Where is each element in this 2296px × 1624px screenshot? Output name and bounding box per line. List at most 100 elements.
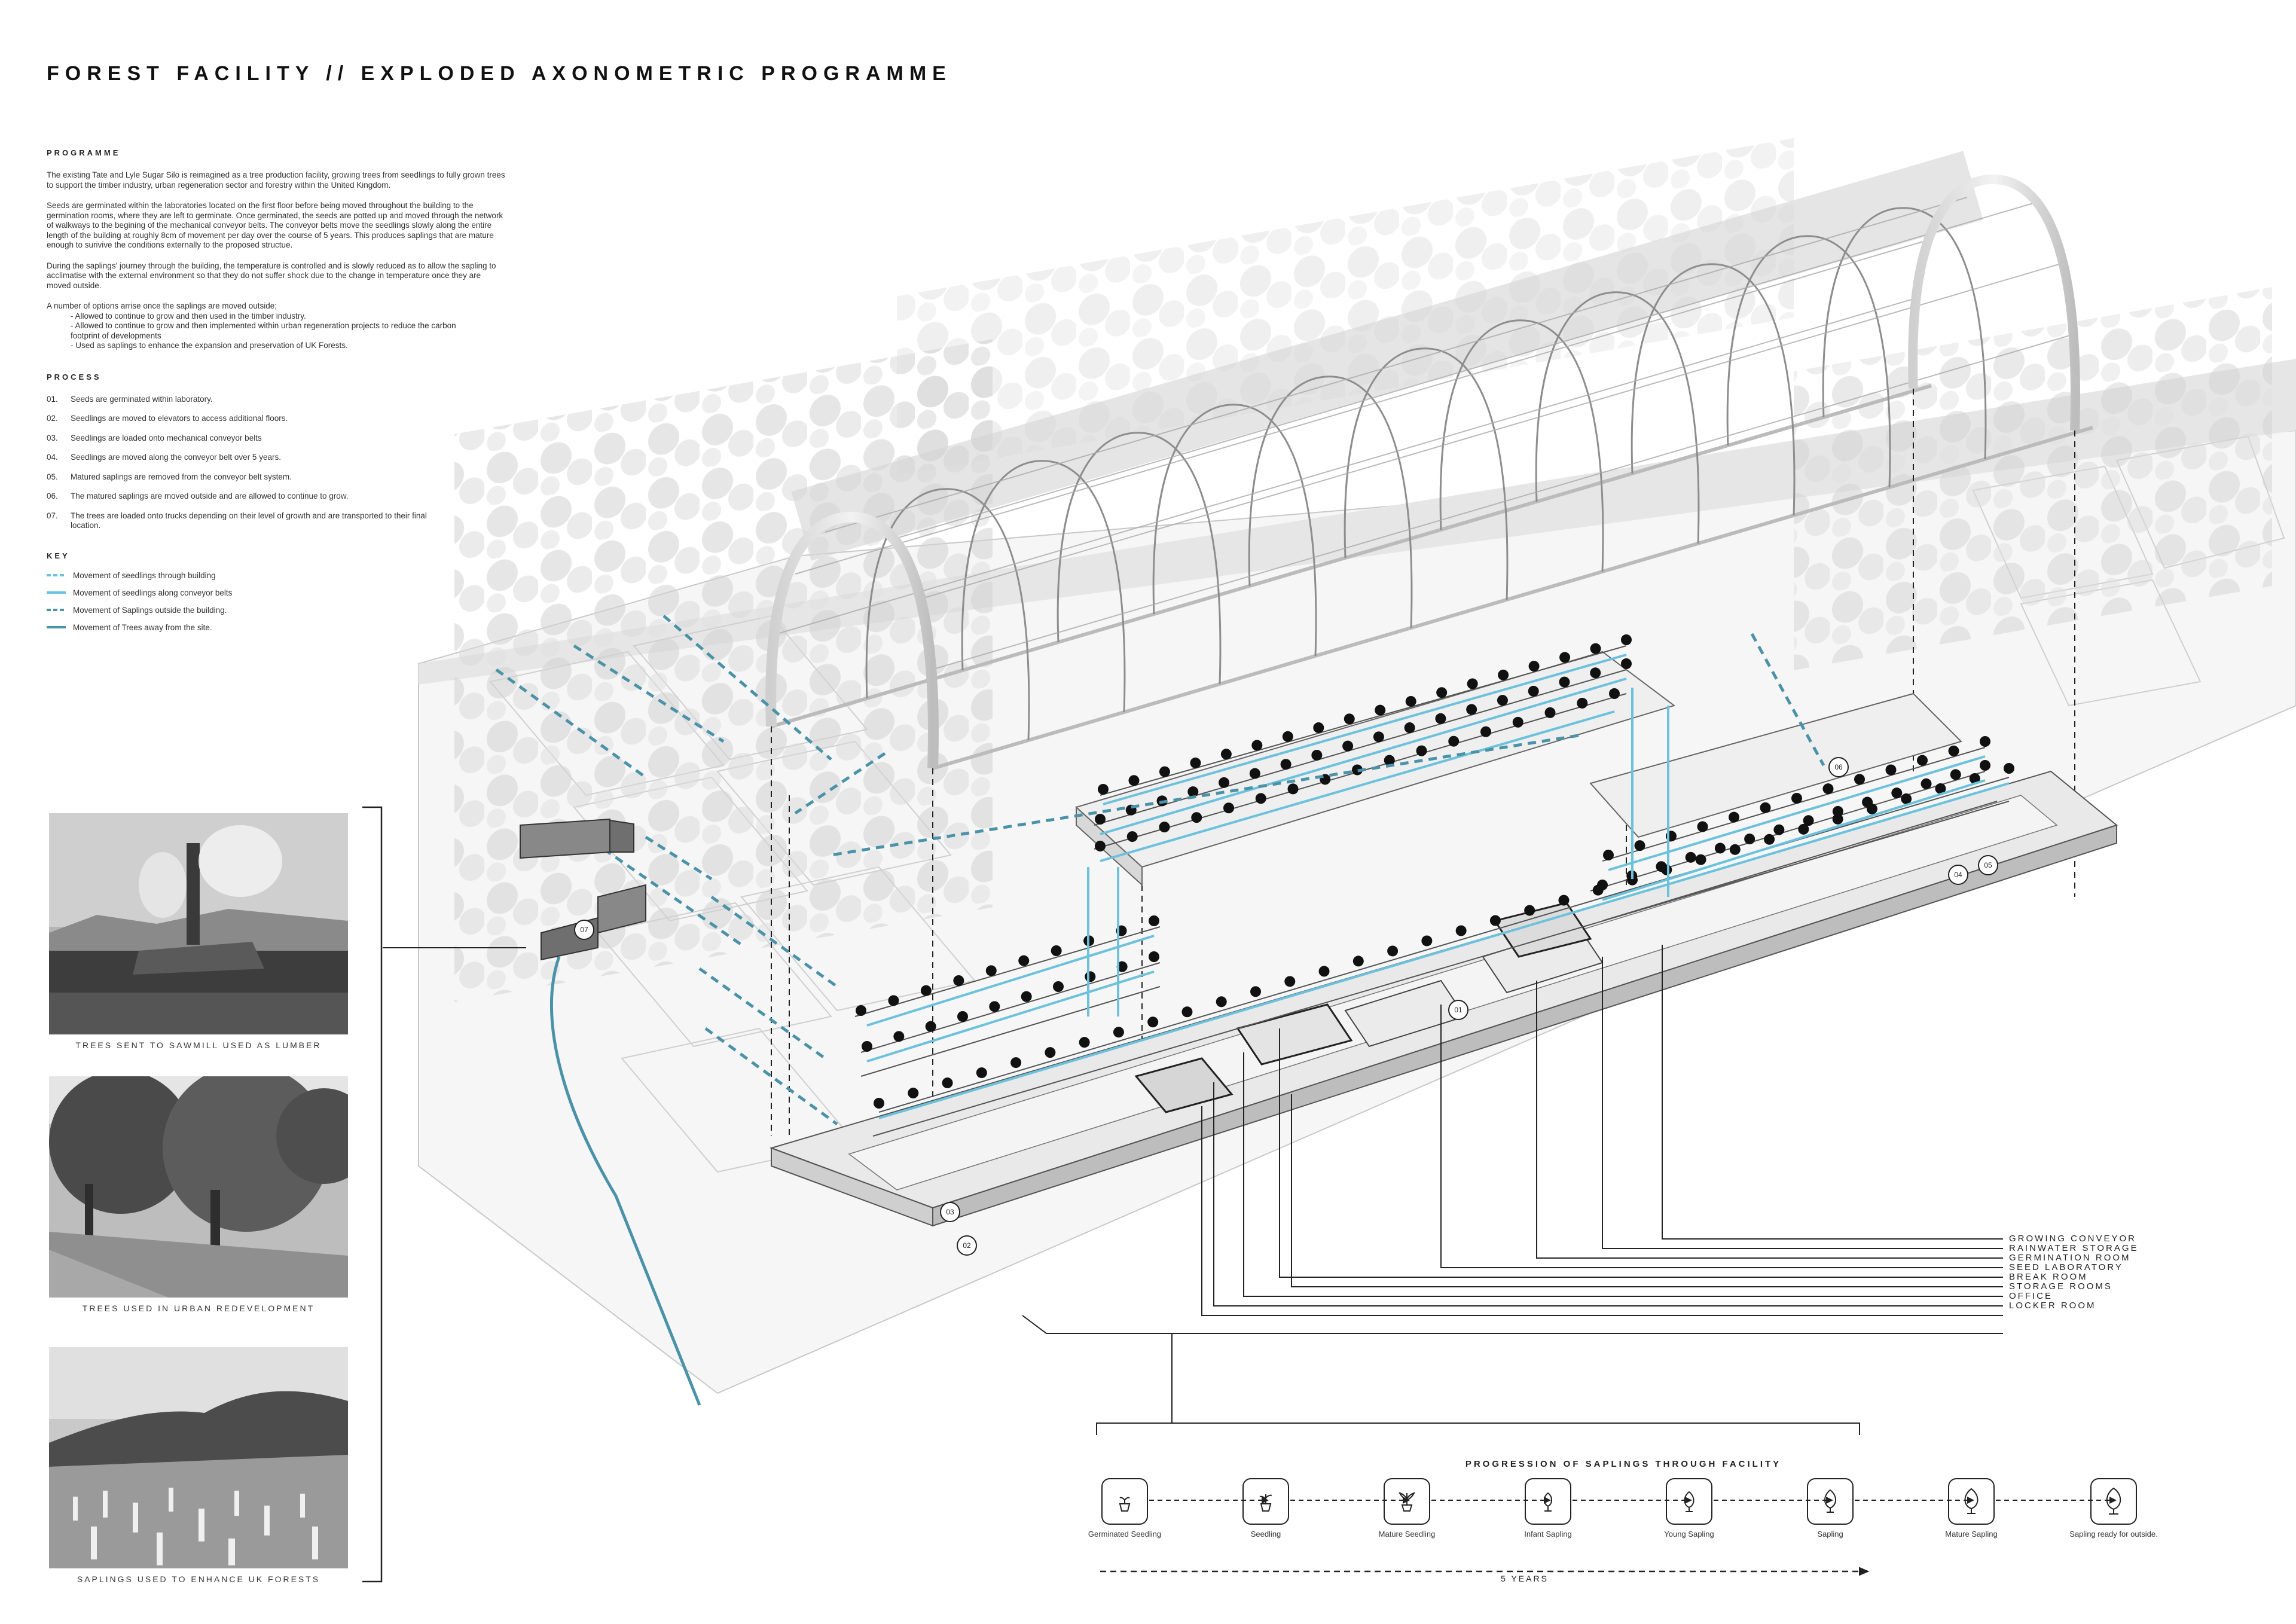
potted-tree xyxy=(1969,773,1980,784)
potted-tree xyxy=(1803,815,1814,826)
upper-conveyor-floor xyxy=(1075,651,1962,887)
key-label: Movement of Saplings outside the buildin… xyxy=(73,605,227,615)
potted-tree xyxy=(1685,851,1696,863)
outside-sapling-icon xyxy=(2090,1478,2137,1525)
potted-tree xyxy=(1448,735,1460,747)
potted-tree xyxy=(1634,840,1645,851)
potted-tree xyxy=(1791,793,1802,804)
marker-07: 07 xyxy=(574,920,594,940)
step-text: Matured saplings are removed from the co… xyxy=(71,472,292,481)
marker-01: 01 xyxy=(1448,1000,1468,1020)
dashed-dark-line-icon xyxy=(47,609,66,611)
potted-tree xyxy=(1079,1037,1090,1048)
forest-photo xyxy=(49,1347,348,1568)
page-title: FOREST FACILITY // EXPLODED AXONOMETRIC … xyxy=(47,62,952,85)
potted-tree xyxy=(1950,769,1961,780)
potted-tree xyxy=(1313,722,1324,734)
potted-tree xyxy=(976,1067,987,1079)
truck-route xyxy=(549,956,701,1406)
potted-tree xyxy=(1342,740,1354,752)
step-number: 04. xyxy=(47,453,58,462)
potted-tree xyxy=(1051,945,1062,956)
potted-tree xyxy=(1113,1027,1124,1038)
potted-tree xyxy=(1384,755,1395,766)
potted-tree xyxy=(1095,841,1106,851)
potted-tree xyxy=(1597,880,1608,890)
potted-tree xyxy=(1528,685,1539,697)
potted-tree xyxy=(985,965,997,976)
potted-tree xyxy=(1935,783,1946,794)
stage-sapling-ready-outside: Sapling ready for outside. xyxy=(2069,1478,2158,1538)
options-intro: A number of options arrise once the sapl… xyxy=(47,301,277,310)
potted-tree xyxy=(1695,854,1706,865)
process-step: 04.Seedlings are moved along the conveyo… xyxy=(47,453,465,463)
potted-tree xyxy=(2004,763,2014,774)
potted-tree xyxy=(1528,661,1540,672)
potted-tree xyxy=(1467,678,1478,689)
potted-tree xyxy=(1798,823,1809,835)
process-step: 07.The trees are loaded onto trucks depe… xyxy=(47,511,465,531)
conveyor-flow xyxy=(866,654,2010,1119)
potted-tree xyxy=(1251,740,1263,751)
potted-tree xyxy=(1948,745,1959,756)
potted-tree xyxy=(1045,1047,1056,1058)
stage-young-sapling: Young Sapling xyxy=(1644,1478,1734,1538)
potted-tree xyxy=(1901,793,1912,804)
programme-paragraph-2: Seeds are germinated within the laborato… xyxy=(47,201,503,249)
potted-tree xyxy=(1497,695,1508,706)
potted-tree xyxy=(1116,961,1128,972)
potted-tree xyxy=(1822,783,1834,795)
potted-tree xyxy=(1862,796,1873,808)
potted-tree xyxy=(1714,842,1726,854)
potted-tree xyxy=(1435,713,1446,724)
process-step: 01.Seeds are germinated within laborator… xyxy=(47,395,465,405)
potted-tree xyxy=(874,1098,884,1109)
potted-tree xyxy=(1455,925,1467,936)
key-heading: KEY xyxy=(47,551,70,560)
potted-tree xyxy=(862,1041,872,1052)
potted-tree xyxy=(1373,731,1384,743)
potted-tree xyxy=(1018,955,1030,966)
room-label-rainwater-storage: RAINWATER STORAGE xyxy=(2009,1243,2139,1253)
urban-photo-image xyxy=(49,1076,348,1298)
programme-options: A number of options arrise once the sapl… xyxy=(47,301,507,351)
room-label-break-room: BREAK ROOM xyxy=(2009,1272,2088,1282)
potted-tree xyxy=(1149,951,1159,962)
solid-light-line-icon xyxy=(47,591,66,594)
room-label-office: OFFICE xyxy=(2009,1291,2053,1301)
solid-dark-line-icon xyxy=(47,626,66,628)
potted-tree xyxy=(1416,745,1427,756)
key-item: Movement of Trees away from the site. xyxy=(47,623,513,632)
potted-tree xyxy=(1980,736,1990,747)
potted-tree xyxy=(1603,850,1614,860)
potted-tree xyxy=(1053,981,1064,992)
potted-tree xyxy=(1126,831,1138,842)
step-number: 07. xyxy=(47,511,58,520)
marker-04: 04 xyxy=(1948,865,1968,885)
potted-tree xyxy=(1558,895,1570,906)
potted-tree xyxy=(1621,634,1632,645)
potted-tree xyxy=(942,1077,953,1089)
potted-tree xyxy=(1250,986,1261,997)
potted-tree xyxy=(1282,731,1293,742)
potted-tree xyxy=(1216,996,1227,1008)
step-number: 05. xyxy=(47,472,58,481)
process-step: 02.Seedlings are moved to elevators to a… xyxy=(47,414,465,424)
stage-label: Mature Seedling xyxy=(1378,1530,1436,1538)
potted-tree xyxy=(1524,905,1535,916)
potted-tree xyxy=(925,1021,936,1032)
outdoor-movement xyxy=(495,615,1825,1126)
stage-germinated-seedling: Germinated Seedling xyxy=(1080,1478,1170,1538)
dashed-light-line-icon xyxy=(47,574,66,576)
urban-caption: TREES USED IN URBAN REDEVELOPMENT xyxy=(82,1304,315,1313)
potted-tree xyxy=(1311,749,1323,761)
programme-paragraph-1: The existing Tate and Lyle Sugar Silo is… xyxy=(47,170,505,190)
key-item: Movement of seedlings through building xyxy=(47,571,513,580)
stage-label: Infant Sapling xyxy=(1524,1530,1572,1538)
potted-tree xyxy=(1729,811,1739,823)
potted-tree xyxy=(1220,749,1232,760)
potted-tree xyxy=(920,985,932,996)
potted-tree xyxy=(1544,707,1556,718)
process-step: 05. Matured saplings are removed from the… xyxy=(47,472,465,483)
